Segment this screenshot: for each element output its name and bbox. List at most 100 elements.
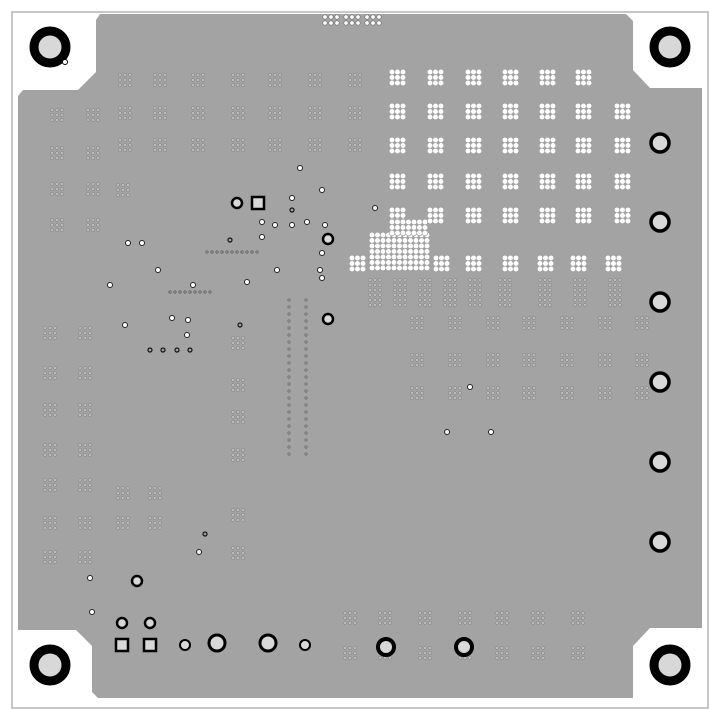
small-via — [453, 321, 457, 325]
small-via — [231, 453, 235, 457]
trace-via — [203, 290, 207, 294]
small-via — [538, 278, 542, 282]
small-via — [308, 111, 312, 115]
pad — [475, 108, 483, 115]
pad — [470, 79, 477, 87]
pad — [359, 265, 367, 273]
small-via — [196, 83, 200, 87]
pad — [613, 142, 621, 149]
small-via — [348, 616, 352, 620]
small-via — [468, 278, 472, 282]
small-via — [448, 363, 452, 367]
small-via — [598, 353, 602, 357]
small-via — [60, 187, 64, 191]
small-via — [53, 336, 57, 340]
small-via — [410, 358, 414, 362]
small-via — [153, 138, 157, 142]
pad — [388, 212, 396, 219]
small-via — [88, 521, 92, 525]
pad — [538, 183, 546, 191]
small-via — [613, 298, 617, 302]
small-via — [570, 396, 574, 400]
small-via — [541, 646, 545, 650]
small-via — [78, 366, 82, 370]
pad — [619, 136, 626, 144]
small-via — [508, 303, 512, 307]
small-via — [598, 391, 602, 395]
pad — [470, 108, 477, 115]
small-via — [576, 616, 580, 620]
small-via — [613, 283, 617, 287]
pad — [542, 260, 549, 267]
pad — [512, 74, 520, 81]
small-via — [231, 448, 235, 452]
small-via — [571, 646, 575, 650]
small-via — [78, 413, 82, 417]
small-via — [163, 106, 167, 110]
small-via — [608, 316, 612, 320]
pad — [580, 136, 587, 144]
small-via — [453, 386, 457, 390]
small-via — [96, 187, 100, 191]
small-via — [53, 376, 57, 380]
small-via — [88, 555, 92, 559]
via — [207, 633, 227, 653]
small-via — [531, 651, 535, 655]
pad — [437, 74, 445, 81]
pad — [619, 102, 626, 110]
pad — [549, 68, 557, 76]
pad — [399, 183, 407, 191]
pad — [423, 259, 431, 266]
small-via — [53, 366, 57, 370]
small-via — [88, 516, 92, 520]
pad — [464, 178, 472, 185]
via — [376, 637, 396, 657]
small-via — [153, 78, 157, 82]
small-via — [571, 651, 575, 655]
trace-via — [287, 361, 291, 365]
small-via — [583, 283, 587, 287]
small-via — [548, 283, 552, 287]
pad — [610, 260, 617, 267]
pad — [412, 259, 420, 266]
small-via — [273, 138, 277, 142]
small-via — [458, 321, 462, 325]
small-via — [153, 73, 157, 77]
pad — [388, 74, 396, 81]
small-via — [236, 508, 240, 512]
small-via — [236, 420, 240, 424]
large-via — [649, 531, 671, 553]
small-via — [531, 656, 535, 660]
pad — [549, 108, 557, 115]
trace-via — [304, 326, 308, 330]
signal-via — [160, 347, 166, 353]
small-via — [241, 383, 245, 387]
trace-via — [255, 250, 259, 254]
small-via — [78, 478, 82, 482]
pad — [401, 237, 409, 244]
signal-via — [155, 267, 161, 273]
pad — [585, 147, 593, 155]
small-via — [645, 358, 649, 362]
pad — [580, 172, 587, 180]
small-via — [60, 156, 64, 160]
pad — [388, 218, 396, 226]
small-via — [83, 413, 87, 417]
pad — [475, 206, 483, 214]
pad — [604, 254, 612, 262]
small-via — [153, 486, 157, 490]
small-via — [522, 386, 526, 390]
pad — [399, 142, 407, 149]
pad — [394, 172, 401, 180]
signal-via — [169, 315, 175, 321]
pad — [426, 68, 434, 76]
small-via — [532, 386, 536, 390]
small-via — [428, 611, 432, 615]
small-via — [60, 118, 64, 122]
small-via — [55, 192, 59, 196]
pad — [538, 178, 546, 185]
pad — [426, 142, 434, 149]
small-via — [448, 316, 452, 320]
small-via — [503, 303, 507, 307]
header-pad — [343, 20, 349, 26]
